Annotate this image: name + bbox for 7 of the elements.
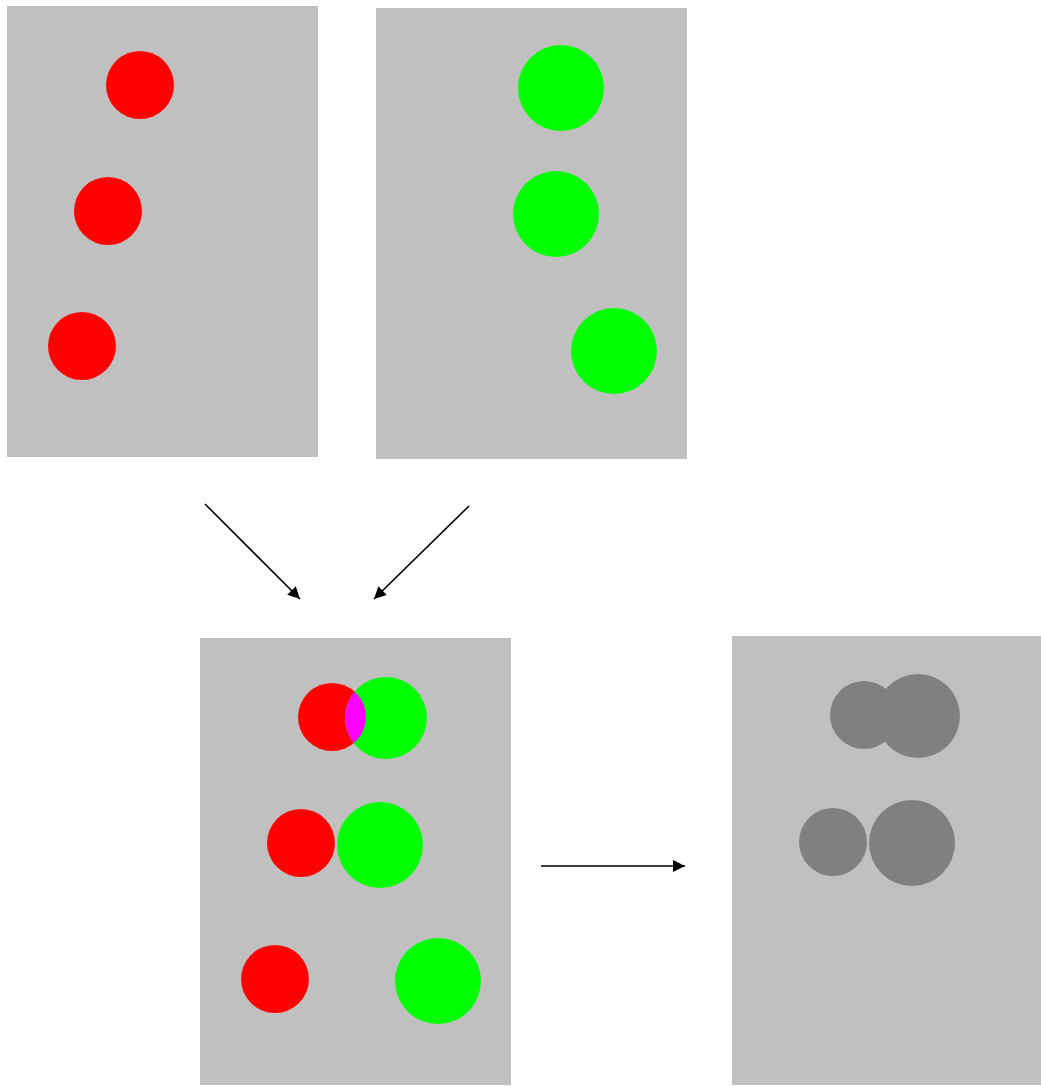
image-panel	[732, 636, 1041, 1085]
arrow	[204, 503, 301, 600]
image-panel	[7, 6, 318, 457]
image-panel	[200, 638, 511, 1085]
image-panel	[376, 8, 687, 459]
arrow	[540, 860, 686, 872]
arrow	[373, 505, 470, 600]
